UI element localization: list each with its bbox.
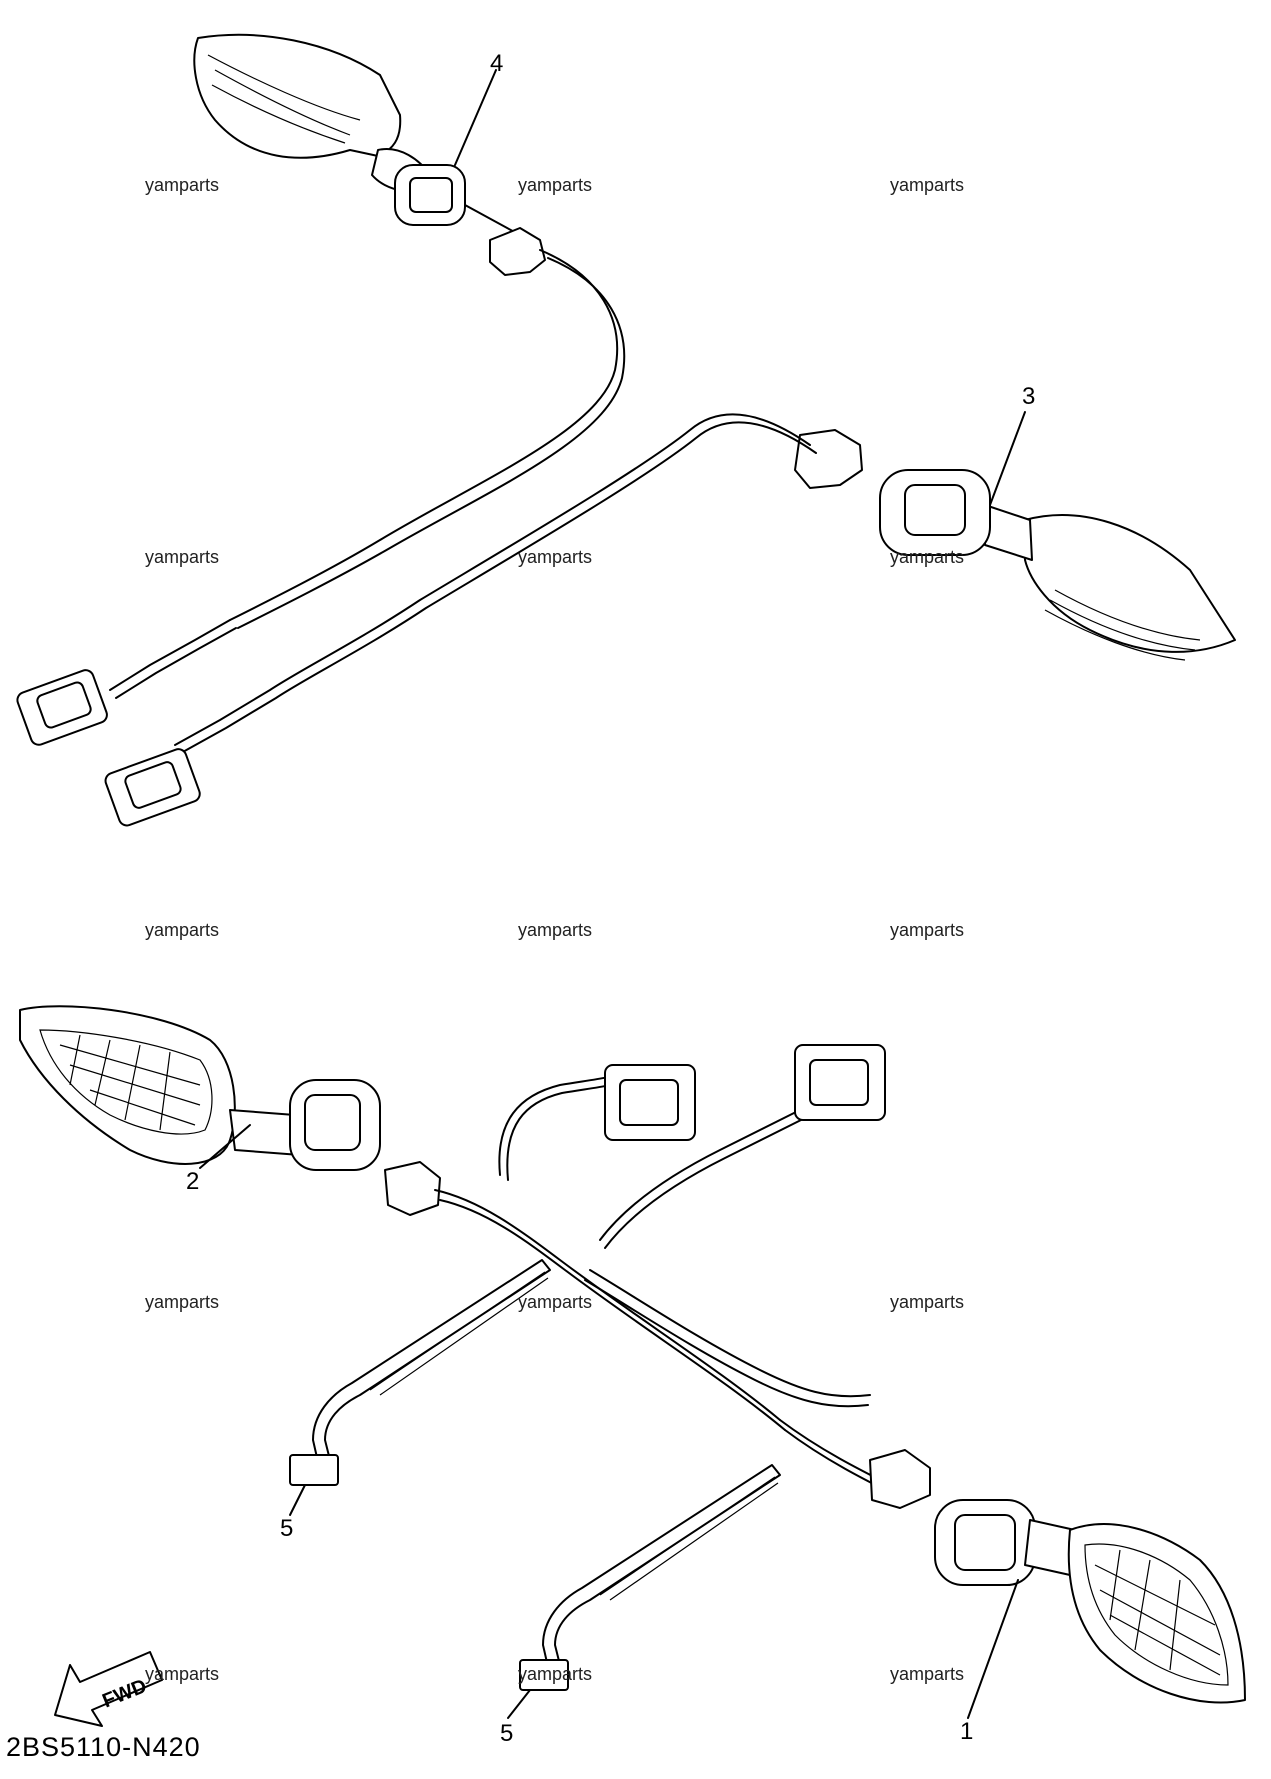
callout-5a: 5 (280, 1515, 294, 1542)
watermark: yamparts (890, 920, 965, 940)
flasher-lamp-1 (869, 1449, 1246, 1704)
diagram-part-code: 2BS5110-N420 (6, 1732, 201, 1762)
wire-lamp-4 (229, 249, 619, 621)
leader-line-1 (967, 1579, 1019, 1719)
fwd-arrow-icon (54, 1651, 163, 1727)
flasher-lamp-2 (19, 1005, 441, 1216)
watermark: yamparts (518, 920, 593, 940)
leader-line-5b (507, 1689, 531, 1719)
flasher-lamp-3 (794, 429, 1236, 661)
watermark: yamparts (145, 547, 220, 567)
watermark: yamparts (518, 175, 593, 195)
watermark: yamparts (890, 547, 965, 567)
watermark: yamparts (518, 1664, 593, 1684)
cable-tie-5a (289, 1259, 551, 1486)
flasher-lamp-4 (193, 33, 546, 276)
watermark: yamparts (890, 1664, 965, 1684)
connector-lower-1 (604, 1064, 696, 1141)
callout-3: 3 (1022, 383, 1036, 410)
wire-lamp-3 (174, 413, 811, 746)
connector-upper-2 (104, 748, 201, 827)
watermark: yamparts (145, 920, 220, 940)
leader-line-3 (989, 411, 1026, 506)
callout-2: 2 (186, 1168, 200, 1195)
watermark: yamparts (145, 1292, 220, 1312)
connector-upper-1 (16, 669, 108, 746)
leader-line-2 (199, 1124, 251, 1169)
callout-4: 4 (490, 50, 504, 77)
watermark: yamparts (145, 1664, 220, 1684)
callout-5b: 5 (500, 1720, 514, 1747)
cable-tie-5b (519, 1464, 781, 1691)
watermark: yamparts (518, 547, 593, 567)
callout-1: 1 (960, 1718, 974, 1745)
watermark: yamparts (890, 175, 965, 195)
watermark: yamparts (890, 1292, 965, 1312)
connector-lower-2 (794, 1044, 886, 1121)
wire-harness-lower (434, 1189, 781, 1421)
leader-line-4 (454, 69, 497, 166)
watermark: yamparts (518, 1292, 593, 1312)
watermark: yamparts (145, 175, 220, 195)
leader-line-5a (289, 1484, 306, 1516)
